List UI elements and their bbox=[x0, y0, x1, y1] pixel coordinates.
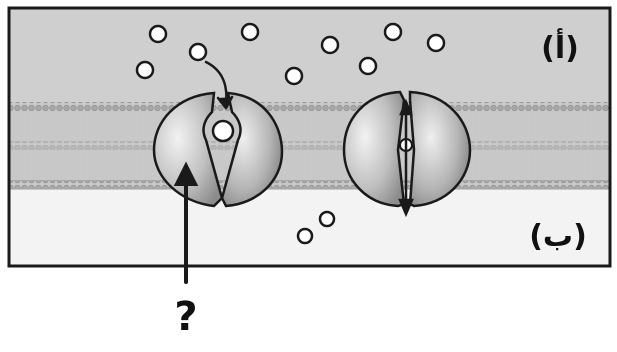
molecule-icon bbox=[190, 44, 206, 60]
molecule-icon bbox=[242, 24, 258, 40]
outside-region bbox=[9, 8, 610, 103]
cell-membrane bbox=[9, 102, 610, 190]
molecule-icon bbox=[428, 35, 444, 51]
label-top-side: (أ) bbox=[541, 28, 579, 66]
molecule-icon bbox=[150, 26, 166, 42]
molecule-icon bbox=[320, 212, 334, 226]
molecule-icon bbox=[137, 62, 153, 78]
molecule-icon bbox=[298, 229, 312, 243]
molecule-icon bbox=[385, 24, 401, 40]
diagram-panel bbox=[9, 8, 610, 266]
label-bottom-side: (ب) bbox=[529, 219, 587, 254]
bound-molecule bbox=[213, 121, 233, 141]
question-mark: ? bbox=[174, 294, 197, 340]
molecule-icon bbox=[322, 37, 338, 53]
molecule-icon bbox=[286, 68, 302, 84]
inside-region bbox=[9, 190, 610, 266]
molecule-icon bbox=[360, 58, 376, 74]
